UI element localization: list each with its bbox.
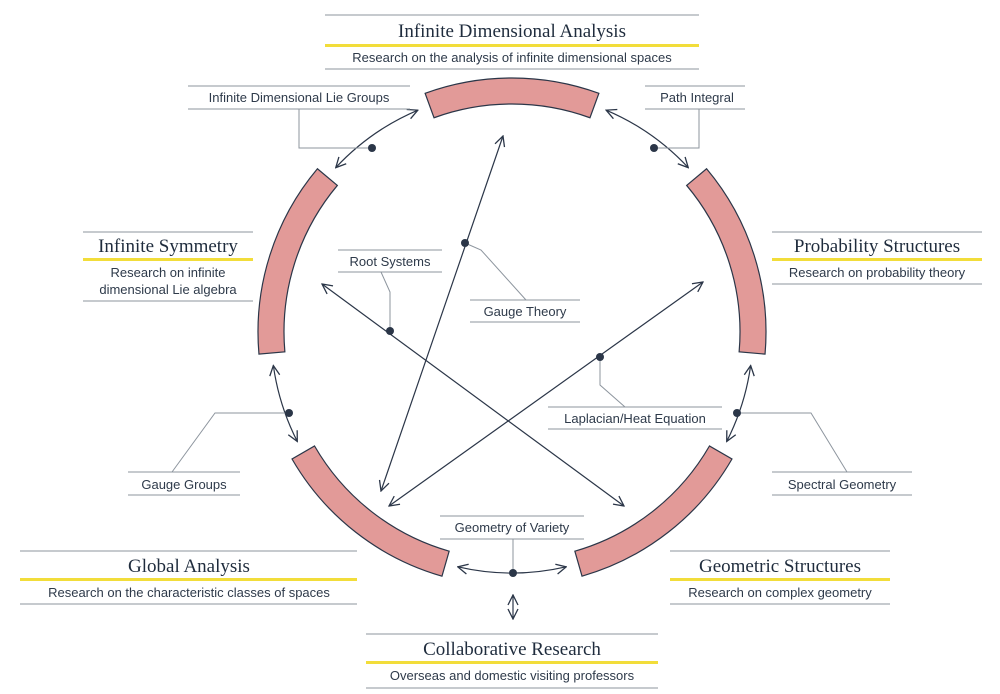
dot-spectral-geometry <box>733 409 741 417</box>
leader-gauge-groups <box>171 412 289 473</box>
collaborative-research-title: Collaborative Research <box>423 639 601 660</box>
link-label-path-integral: Path Integral <box>645 85 745 110</box>
dot-geometry-of-variety <box>509 569 517 577</box>
arc-probability-geometric <box>727 366 751 442</box>
dot-path-integral <box>650 144 658 152</box>
leader-root-systems <box>380 271 391 331</box>
link-label-lie-groups: Infinite Dimensional Lie Groups <box>188 85 410 110</box>
probability-structures-desc: Research on probability theory <box>789 265 966 280</box>
cross-arrows <box>322 136 703 506</box>
probability-structures-title: Probability Structures <box>794 236 960 257</box>
infinite-dimensional-analysis-title: Infinite Dimensional Analysis <box>398 21 626 42</box>
arc-global-symmetry <box>273 366 297 442</box>
leader-lines <box>171 109 848 573</box>
arrow-symmetry-to-geometric <box>322 284 624 506</box>
research-area-segments <box>257 77 767 577</box>
arrow-probability-to-global <box>389 282 703 506</box>
arc-analysis-probability <box>606 110 688 167</box>
collaborative-research-desc: Overseas and domestic visiting professor… <box>390 668 635 683</box>
dot-root-systems <box>386 327 394 335</box>
spectral-geometry-label: Spectral Geometry <box>788 477 897 492</box>
lie-groups-label: Infinite Dimensional Lie Groups <box>209 90 390 105</box>
link-label-gauge-groups: Gauge Groups <box>128 471 240 496</box>
infinite-symmetry-desc-line2: dimensional Lie algebra <box>99 282 237 297</box>
infinite-symmetry-title: Infinite Symmetry <box>98 236 238 257</box>
geometric-structures-title: Geometric Structures <box>699 556 861 577</box>
area-global-analysis: Global Analysis Research on the characte… <box>20 550 357 605</box>
geometry-of-variety-label: Geometry of Variety <box>455 520 570 535</box>
gauge-theory-label: Gauge Theory <box>484 304 567 319</box>
global-analysis-title: Global Analysis <box>128 556 250 577</box>
area-infinite-dimensional-analysis: Infinite Dimensional Analysis Research o… <box>325 14 699 70</box>
segment-infinite-dimensional-analysis <box>424 77 600 119</box>
dot-lie-groups <box>368 144 376 152</box>
area-geometric-structures: Geometric Structures Research on complex… <box>670 550 890 605</box>
infinite-dimensional-analysis-desc: Research on the analysis of infinite dim… <box>352 50 672 65</box>
link-label-geometry-of-variety: Geometry of Variety <box>440 515 584 540</box>
root-systems-label: Root Systems <box>350 254 431 269</box>
gauge-groups-label: Gauge Groups <box>141 477 227 492</box>
area-probability-structures: Probability Structures Research on proba… <box>772 231 982 285</box>
segment-infinite-symmetry <box>257 167 339 355</box>
junction-dots <box>285 144 741 577</box>
link-label-root-systems: Root Systems <box>338 249 442 273</box>
leader-gauge-theory <box>464 242 527 301</box>
infinite-symmetry-desc-line1: Research on infinite <box>111 265 226 280</box>
area-infinite-symmetry: Infinite Symmetry Research on infinite d… <box>83 231 253 302</box>
segment-probability-structures <box>685 167 767 355</box>
area-collaborative-research: Collaborative Research Overseas and dome… <box>366 633 658 689</box>
leader-lie-groups <box>298 109 372 149</box>
laplacian-label: Laplacian/Heat Equation <box>564 411 706 426</box>
leader-laplacian <box>599 357 626 408</box>
link-label-spectral-geometry: Spectral Geometry <box>772 471 912 496</box>
path-integral-label: Path Integral <box>660 90 734 105</box>
segment-global-analysis <box>291 445 450 577</box>
leader-path-integral <box>654 109 700 149</box>
link-label-laplacian: Laplacian/Heat Equation <box>548 406 722 430</box>
dot-gauge-groups <box>285 409 293 417</box>
geometric-structures-desc: Research on complex geometry <box>688 585 872 600</box>
dot-gauge-theory <box>461 239 469 247</box>
arc-symmetry-analysis <box>336 110 418 167</box>
link-label-gauge-theory: Gauge Theory <box>470 299 580 323</box>
global-analysis-desc: Research on the characteristic classes o… <box>48 585 330 600</box>
leader-spectral-geometry <box>737 412 848 473</box>
dot-laplacian <box>596 353 604 361</box>
